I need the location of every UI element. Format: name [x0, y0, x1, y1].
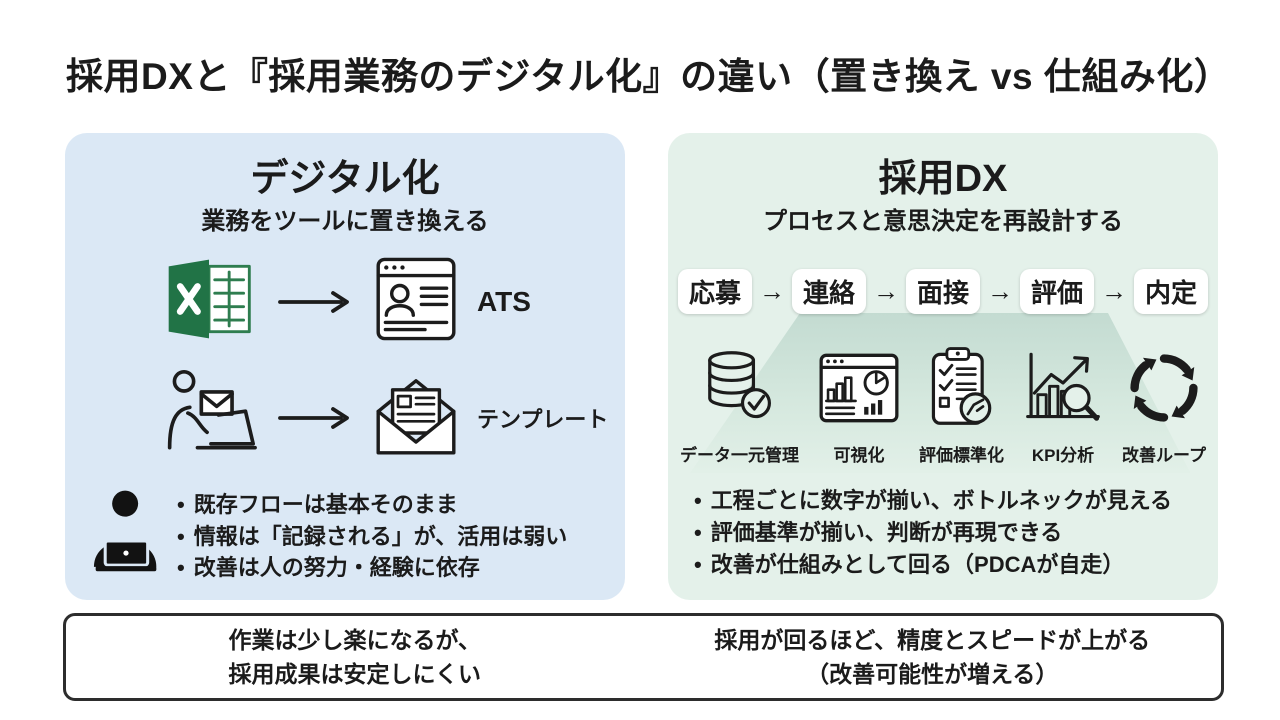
- database-check-icon: [698, 345, 782, 436]
- flow-step-interview: 面接: [905, 269, 980, 314]
- checklist-clipboard-icon: [920, 345, 1004, 436]
- capability-improvement-loop: 改善ループ: [1122, 345, 1206, 466]
- bullet-item: 評価基準が揃い、判断が再現できる: [694, 517, 1210, 549]
- capability-visualization: 可視化: [816, 345, 902, 466]
- summary-line: 作業は少し楽になるが、: [228, 626, 482, 653]
- ats-label: ATS: [477, 285, 531, 317]
- flow-arrow: →: [758, 276, 785, 306]
- flow-arrow: →: [987, 276, 1013, 306]
- dx-bullets-row: 工程ごとに数字が揃い、ボトルネックが見える 評価基準が揃い、判断が再現できる 改…: [694, 485, 1210, 581]
- capability-label: 可視化: [833, 446, 885, 465]
- summary-line: 採用が回るほど、精度とスピードが上がる: [714, 626, 1151, 653]
- bullet-item: 既存フローは基本そのまま: [177, 489, 567, 521]
- recruitment-flow: 応募 → 連絡 → 面接 → 評価 → 内定: [668, 269, 1218, 314]
- recruitment-dx-panel: 採用DX プロセスと意思決定を再設計する 応募 → 連絡 → 面接 → 評価 →…: [668, 133, 1218, 600]
- flow-arrow: →: [872, 276, 899, 306]
- summary-dx: 採用が回るほど、精度とスピードが上がる （改善可能性が増える）: [644, 623, 1222, 692]
- digitalization-bullet-list: 既存フローは基本そのまま 情報は「記録される」が、活用は弱い 改善は人の努力・経…: [177, 489, 568, 585]
- bullet-item: 改善が仕組みとして回る（PDCAが自走）: [694, 549, 1210, 581]
- mapping-row-mail-to-template: テンプレート: [65, 367, 625, 468]
- capability-label: データ一元管理: [680, 446, 799, 465]
- summary-line: 採用成果は安定しにくい: [228, 661, 482, 687]
- mapping-row-excel-to-ats: ATS: [65, 251, 625, 352]
- digitalization-panel-title: デジタル化: [250, 158, 440, 200]
- capability-label: 評価標準化: [919, 446, 1004, 465]
- dx-capabilities-row: データ一元管理: [668, 345, 1218, 466]
- person-email-icon: [157, 367, 261, 468]
- person-laptop-silhouette-icon: [87, 481, 165, 592]
- bullet-item: 情報は「記録される」が、活用は弱い: [177, 521, 568, 553]
- flow-arrow: →: [1101, 276, 1128, 306]
- capability-label: 改善ループ: [1122, 446, 1206, 465]
- summary-digitalization: 作業は少し楽になるが、 採用成果は安定しにくい: [66, 623, 644, 692]
- improvement-loop-icon: [1122, 345, 1206, 436]
- flow-step-contact: 連絡: [791, 269, 866, 314]
- digitalization-panel-subtitle: 業務をツールに置き換える: [201, 208, 489, 235]
- digitalization-panel: デジタル化 業務をツールに置き換える: [65, 133, 625, 600]
- dx-panel-title: 採用DX: [878, 158, 1008, 200]
- ats-browser-icon: [371, 253, 461, 350]
- excel-icon: [157, 251, 261, 352]
- dx-panel-subtitle: プロセスと意思決定を再設計する: [763, 208, 1123, 235]
- capability-label: KPI分析: [1031, 446, 1095, 465]
- right-arrow-icon: [277, 405, 357, 431]
- summary-box: 作業は少し楽になるが、 採用成果は安定しにくい 採用が回るほど、精度とスピードが…: [63, 613, 1224, 701]
- template-label: テンプレート: [477, 406, 609, 432]
- digitalization-bullets-row: 既存フローは基本そのまま 情報は「記録される」が、活用は弱い 改善は人の努力・経…: [87, 481, 615, 592]
- capability-standardized-evaluation: 評価標準化: [919, 345, 1004, 466]
- right-arrow-icon: [277, 289, 357, 315]
- bullet-item: 改善は人の努力・経験に依存: [177, 552, 567, 584]
- bullet-item: 工程ごとに数字が揃い、ボトルネックが見える: [694, 485, 1210, 517]
- summary-line: （改善可能性が増える）: [806, 661, 1059, 687]
- capability-kpi-analysis: KPI分析: [1021, 345, 1105, 466]
- flow-step-evaluation: 評価: [1020, 269, 1095, 314]
- flow-step-offer: 内定: [1134, 269, 1209, 314]
- dashboard-chart-icon: [816, 345, 902, 436]
- template-envelope-icon: [371, 369, 461, 466]
- flow-step-apply: 応募: [677, 269, 752, 314]
- dx-bullet-list: 工程ごとに数字が揃い、ボトルネックが見える 評価基準が揃い、判断が再現できる 改…: [694, 485, 1210, 581]
- page-title: 採用DXと『採用業務のデジタル化』の違い（置き換え vs 仕組み化）: [66, 56, 1232, 97]
- kpi-analysis-icon: [1021, 345, 1105, 436]
- capability-data-management: データ一元管理: [680, 345, 799, 466]
